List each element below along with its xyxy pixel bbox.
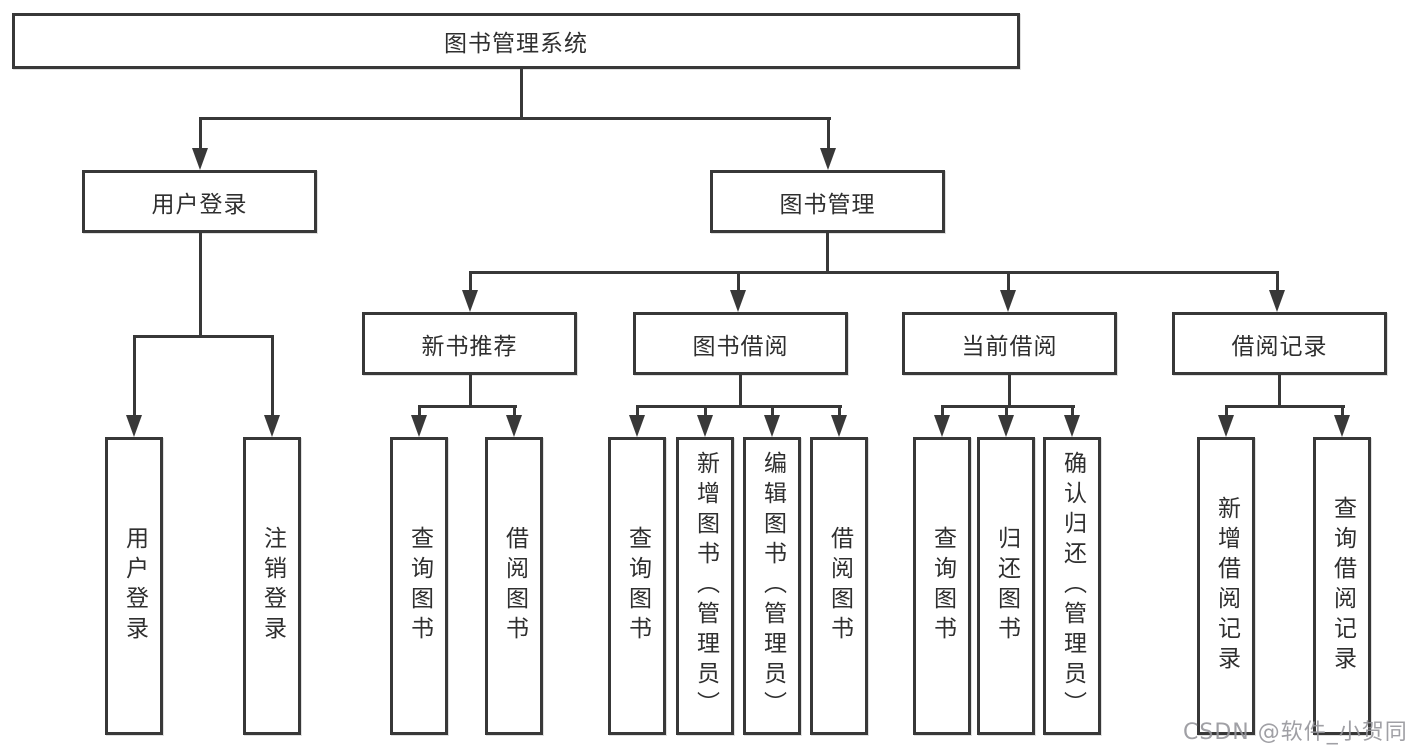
arrowhead-icon xyxy=(126,415,142,437)
connector-line xyxy=(1008,375,1011,408)
arrowhead-icon xyxy=(192,148,208,170)
arrowhead-icon xyxy=(506,415,522,437)
node-label: 图书管理系统 xyxy=(444,31,588,57)
connector-line xyxy=(1341,405,1344,417)
connector-line xyxy=(827,117,830,150)
leaf-label: 新增图书（管理员） xyxy=(692,451,719,721)
connector-line xyxy=(941,405,944,417)
node-label: 图书借阅 xyxy=(692,333,789,360)
node-label: 图书管理 xyxy=(779,191,876,218)
leaf-return-book: 归还图书 xyxy=(977,437,1035,735)
node-current-borrowing: 当前借阅 xyxy=(902,312,1117,375)
arrowhead-icon xyxy=(730,290,746,312)
leaf-label: 注销登录 xyxy=(259,526,286,646)
leaf-add-borrow-record: 新增借阅记录 xyxy=(1197,437,1255,735)
arrowhead-icon xyxy=(1269,290,1285,312)
leaf-borrow-books-borrowing: 借阅图书 xyxy=(810,437,868,735)
node-user-login: 用户登录 xyxy=(82,170,317,233)
arrowhead-icon xyxy=(411,415,427,437)
node-borrowing-records: 借阅记录 xyxy=(1172,312,1387,375)
leaf-label: 新增借阅记录 xyxy=(1213,496,1240,676)
connector-line xyxy=(636,405,842,408)
connector-line xyxy=(826,233,829,274)
connector-line xyxy=(469,375,472,408)
leaf-label: 借阅图书 xyxy=(826,526,853,646)
connector-line xyxy=(469,271,472,292)
arrowhead-icon xyxy=(934,415,950,437)
connector-line xyxy=(1005,405,1008,417)
node-label: 新书推荐 xyxy=(421,333,518,360)
arrowhead-icon xyxy=(1218,415,1234,437)
node-label: 当前借阅 xyxy=(961,333,1058,360)
leaf-query-books-borrowing: 查询图书 xyxy=(608,437,666,735)
connector-line xyxy=(941,405,1075,408)
node-book-borrowing: 图书借阅 xyxy=(633,312,848,375)
connector-line xyxy=(1225,405,1345,408)
connector-line xyxy=(271,335,274,415)
connector-line xyxy=(199,233,202,338)
connector-line xyxy=(739,375,742,408)
arrowhead-icon xyxy=(264,415,280,437)
connector-line xyxy=(771,405,774,417)
leaf-label: 确认归还（管理员） xyxy=(1059,451,1086,721)
arrowhead-icon xyxy=(697,415,713,437)
leaf-add-book-admin: 新增图书（管理员） xyxy=(676,437,734,735)
connector-line xyxy=(838,405,841,417)
leaf-label: 查询图书 xyxy=(624,526,651,646)
node-label: 用户登录 xyxy=(151,191,248,218)
leaf-edit-book-admin: 编辑图书（管理员） xyxy=(743,437,801,735)
connector-line xyxy=(1225,405,1228,417)
connector-line xyxy=(199,117,202,150)
connector-line xyxy=(636,405,639,417)
leaf-label: 归还图书 xyxy=(993,526,1020,646)
arrowhead-icon xyxy=(820,148,836,170)
connector-line xyxy=(133,335,136,415)
arrowhead-icon xyxy=(462,290,478,312)
arrowhead-icon xyxy=(998,415,1014,437)
connector-line xyxy=(199,117,831,120)
node-new-book-recommend: 新书推荐 xyxy=(362,312,577,375)
leaf-user-login: 用户登录 xyxy=(105,437,163,735)
leaf-label: 查询借阅记录 xyxy=(1329,496,1356,676)
leaf-borrow-books-recommend: 借阅图书 xyxy=(485,437,543,735)
connector-line xyxy=(1007,271,1010,292)
leaf-query-borrow-record: 查询借阅记录 xyxy=(1313,437,1371,735)
leaf-label: 编辑图书（管理员） xyxy=(759,451,786,721)
leaf-query-books-recommend: 查询图书 xyxy=(390,437,448,735)
connector-line xyxy=(737,271,740,292)
connector-line xyxy=(704,405,707,417)
connector-line xyxy=(133,335,274,338)
leaf-query-books-current: 查询图书 xyxy=(913,437,971,735)
connector-line xyxy=(1278,375,1281,408)
node-library-system: 图书管理系统 xyxy=(12,13,1020,69)
arrowhead-icon xyxy=(831,415,847,437)
leaf-label: 用户登录 xyxy=(121,526,148,646)
connector-line xyxy=(1071,405,1074,417)
arrowhead-icon xyxy=(1064,415,1080,437)
leaf-logout: 注销登录 xyxy=(243,437,301,735)
connector-line xyxy=(418,405,517,408)
connector-line xyxy=(1276,271,1279,292)
leaf-label: 借阅图书 xyxy=(501,526,528,646)
arrowhead-icon xyxy=(1334,415,1350,437)
connector-line xyxy=(513,405,516,417)
leaf-confirm-return-admin: 确认归还（管理员） xyxy=(1043,437,1101,735)
connector-line xyxy=(469,271,1279,274)
arrowhead-icon xyxy=(764,415,780,437)
arrowhead-icon xyxy=(629,415,645,437)
arrowhead-icon xyxy=(1000,290,1016,312)
connector-line xyxy=(520,69,523,119)
connector-line xyxy=(418,405,421,417)
node-label: 借阅记录 xyxy=(1231,333,1328,360)
leaf-label: 查询图书 xyxy=(406,526,433,646)
csdn-watermark: CSDN @软件_小贺同学 xyxy=(1183,720,1405,745)
leaf-label: 查询图书 xyxy=(929,526,956,646)
node-book-management: 图书管理 xyxy=(710,170,945,233)
